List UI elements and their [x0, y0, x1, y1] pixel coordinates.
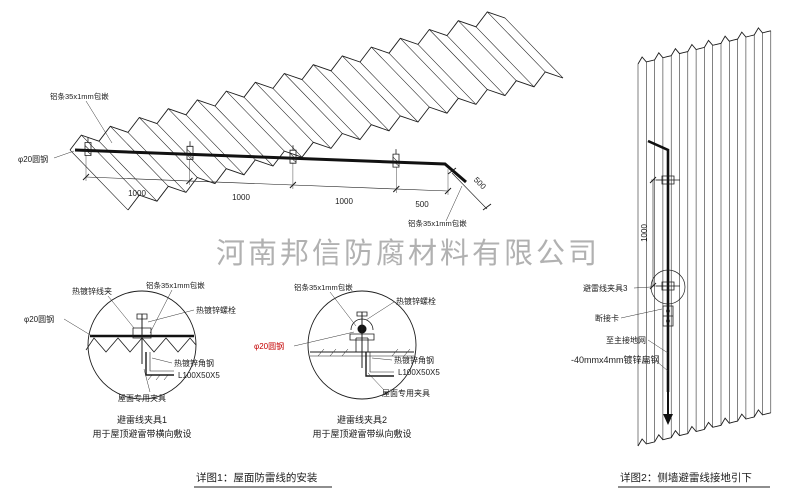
- detail-1-subtitle: 用于屋顶避雷带横向敷设: [92, 428, 191, 439]
- label-aluminum-1: 铝条35x1mm包嵌: [146, 280, 205, 290]
- angle-steel-2: [365, 352, 394, 377]
- label-angle-steel-2: 热镀锌角钢: [394, 355, 434, 365]
- roof-isometric-view: 铝条35x1mm包嵌 φ20圆钢 铝条35x1mm包嵌 1000 1000 10…: [18, 11, 564, 228]
- detail-1-clamp-transverse: 热镀锌线夹 铝条35x1mm包嵌 热镀锌螺栓 φ20圆钢 热镀锌角钢 L100X…: [24, 280, 236, 439]
- label-angle-spec-1: L100X50X5: [178, 371, 220, 380]
- leader-bolt-1: [147, 309, 195, 323]
- disconnector-bolt-a: [666, 309, 670, 313]
- detail-2-clamp-longitudinal: 铝条35x1mm包嵌 热镀锌螺栓 φ20圆钢 热镀锌角钢 L100X50X5 屋…: [254, 282, 440, 439]
- label-disconnector: 断接卡: [595, 313, 619, 323]
- label-bolt-1: 热镀锌螺栓: [196, 305, 236, 315]
- leader-wire-clip-1: [107, 295, 135, 329]
- roof-ridge-lines: [69, 11, 564, 211]
- lightning-wire-roof: [74, 148, 467, 184]
- dim-500-slope: 500: [472, 175, 488, 191]
- leader-disconnector: [620, 308, 663, 319]
- angle-steel-1-inner: [149, 352, 174, 372]
- label-angle-spec-2: L100X50X5: [398, 368, 440, 377]
- dim-500: 500: [415, 200, 429, 209]
- corrugated-wall-sheet: [637, 27, 772, 447]
- wire-clamp-hatch: [84, 145, 92, 155]
- sheet-profile-1: [85, 337, 197, 353]
- leader-bolt-2: [365, 301, 395, 321]
- wire-clamp: [84, 142, 92, 156]
- leader-clamp3: [633, 286, 652, 289]
- roof-wire-clamps: [84, 137, 400, 168]
- leader-aluminum-top: [85, 100, 113, 144]
- leader-round-steel-2: [293, 331, 355, 347]
- label-aluminum-strip-top: 铝条35x1mm包嵌: [50, 91, 109, 101]
- leader-round-steel-1: [63, 318, 93, 337]
- label-round-steel-1: φ20圆钢: [24, 314, 54, 324]
- label-angle-steel-1: 热镀锌角钢: [174, 358, 214, 368]
- detail-1-title: 避雷线夹具1: [117, 414, 167, 425]
- leader-fixture-2: [367, 372, 385, 391]
- leader-fixture-1: [143, 368, 151, 393]
- clamp-body-1: [132, 327, 152, 339]
- label-to-main-ground: 至主接地网: [606, 335, 646, 345]
- clamp-nut-2: [356, 311, 368, 317]
- leader-flat-steel: [654, 359, 669, 372]
- label-clamp3: 避雷线夹具3: [583, 283, 628, 293]
- wire-clamp: [186, 145, 194, 160]
- wire-clamp-hatch: [289, 153, 297, 163]
- leader-aluminum-bottom: [445, 185, 463, 222]
- detail-2-subtitle: 用于屋顶避雷带纵向敷设: [312, 428, 411, 439]
- wall-dim-1000: 1000: [640, 224, 649, 242]
- company-watermark: 河南邦信防腐材料有限公司: [216, 237, 600, 270]
- wall-dimension-ticks: [649, 176, 657, 290]
- dimension-line: [85, 176, 449, 192]
- hatch-1: [147, 374, 169, 381]
- angle-steel-1: [145, 352, 174, 376]
- leader-angle-2: [371, 357, 393, 361]
- leader-to-ground: [647, 339, 669, 354]
- roof-back-edge-profile: [69, 11, 506, 151]
- leader-aluminum-1: [149, 289, 173, 334]
- label-bolt-2: 热镀锌螺栓: [396, 296, 436, 306]
- label-roof-fixture-2: 屋面专用夹具: [382, 388, 430, 398]
- dimension-tick-slant: [447, 167, 492, 211]
- leader-aluminum-2: [329, 291, 357, 327]
- leader-round-steel: [53, 150, 75, 159]
- detail-2-title: 避雷线夹具2: [337, 414, 387, 425]
- label-aluminum-2: 铝条35x1mm包嵌: [294, 282, 353, 292]
- wire-clamp-hatch: [392, 156, 400, 167]
- label-roof-fixture-1: 屋面专用夹具: [118, 393, 166, 403]
- clamp-nut-1: [136, 313, 148, 320]
- ground-arrow: [663, 414, 673, 425]
- roof-dimension-lines: [82, 155, 492, 211]
- dim-1000-a: 1000: [128, 189, 146, 198]
- disconnector-plates: [662, 305, 674, 327]
- figure1-caption: 详图1：屋面防雷线的安装: [196, 471, 318, 484]
- lightning-wire-wall: [647, 139, 670, 392]
- dimension-line-slant: [451, 172, 488, 210]
- wire-clamp: [392, 153, 400, 168]
- detail-circle-2: [307, 290, 417, 400]
- clamp-body-2: [349, 333, 375, 341]
- angle-steel-2-inner: [369, 352, 394, 373]
- label-aluminum-strip-bottom: 铝条35x1mm包嵌: [408, 218, 467, 228]
- leader-angle-1: [151, 357, 173, 364]
- dim-1000-b: 1000: [232, 193, 250, 202]
- roof-front-edge-profile: [127, 71, 564, 211]
- figure2-caption: 详图2：侧墙避雷线接地引下: [620, 471, 752, 484]
- wall-elevation-view: 1000 避雷线夹具3 断接卡 至主接地网 -40mmx4mm镀锌扁钢: [571, 27, 772, 447]
- wire-clamp: [289, 149, 297, 164]
- figure-captions: 详图1：屋面防雷线的安装 详图2：侧墙避雷线接地引下: [194, 471, 770, 488]
- wire-clamp-hatch: [186, 149, 194, 159]
- wall-bottom-edge: [637, 409, 771, 447]
- wall-top-edge: [637, 27, 771, 65]
- label-round-steel-main: φ20圆钢: [18, 154, 48, 164]
- dim-1000-c: 1000: [335, 197, 353, 206]
- label-round-steel-2: φ20圆钢: [254, 341, 284, 351]
- wall-rib-lines: [637, 30, 772, 446]
- disconnector-bolt-b: [666, 319, 670, 323]
- corrugated-roof-sheet: [69, 11, 564, 211]
- hatch-2: [317, 348, 411, 357]
- label-flat-steel: -40mmx4mm镀锌扁钢: [571, 354, 660, 365]
- label-wire-clip-1: 热镀锌线夹: [72, 286, 112, 296]
